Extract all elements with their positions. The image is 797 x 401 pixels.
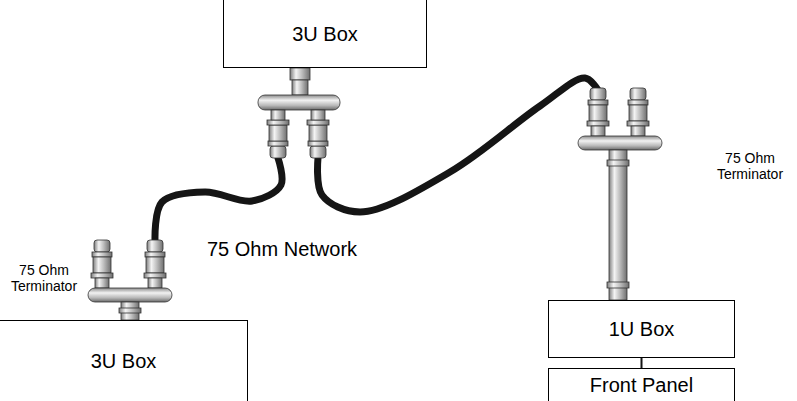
chassis-box: 1U Box: [548, 300, 735, 358]
box-label: Front Panel: [590, 374, 693, 396]
chassis-box: 3U Box: [0, 320, 248, 401]
t-connector: [88, 240, 172, 320]
network-label: 75 Ohm Network: [207, 238, 357, 261]
terminator-label: 75 Ohm Terminator: [710, 150, 790, 182]
t-connector: [258, 68, 340, 158]
box-label: 1U Box: [609, 318, 675, 340]
t-connector: [578, 88, 662, 300]
box-label: 3U Box: [292, 23, 358, 45]
coax-cable: [300, 68, 618, 300]
terminator-label: 75 Ohm Terminator: [4, 262, 84, 294]
chassis-box: 3U Box: [223, 0, 427, 68]
box-label: 3U Box: [91, 350, 157, 372]
cable-line: [641, 358, 643, 368]
panel-box: Front Panel: [548, 368, 735, 401]
